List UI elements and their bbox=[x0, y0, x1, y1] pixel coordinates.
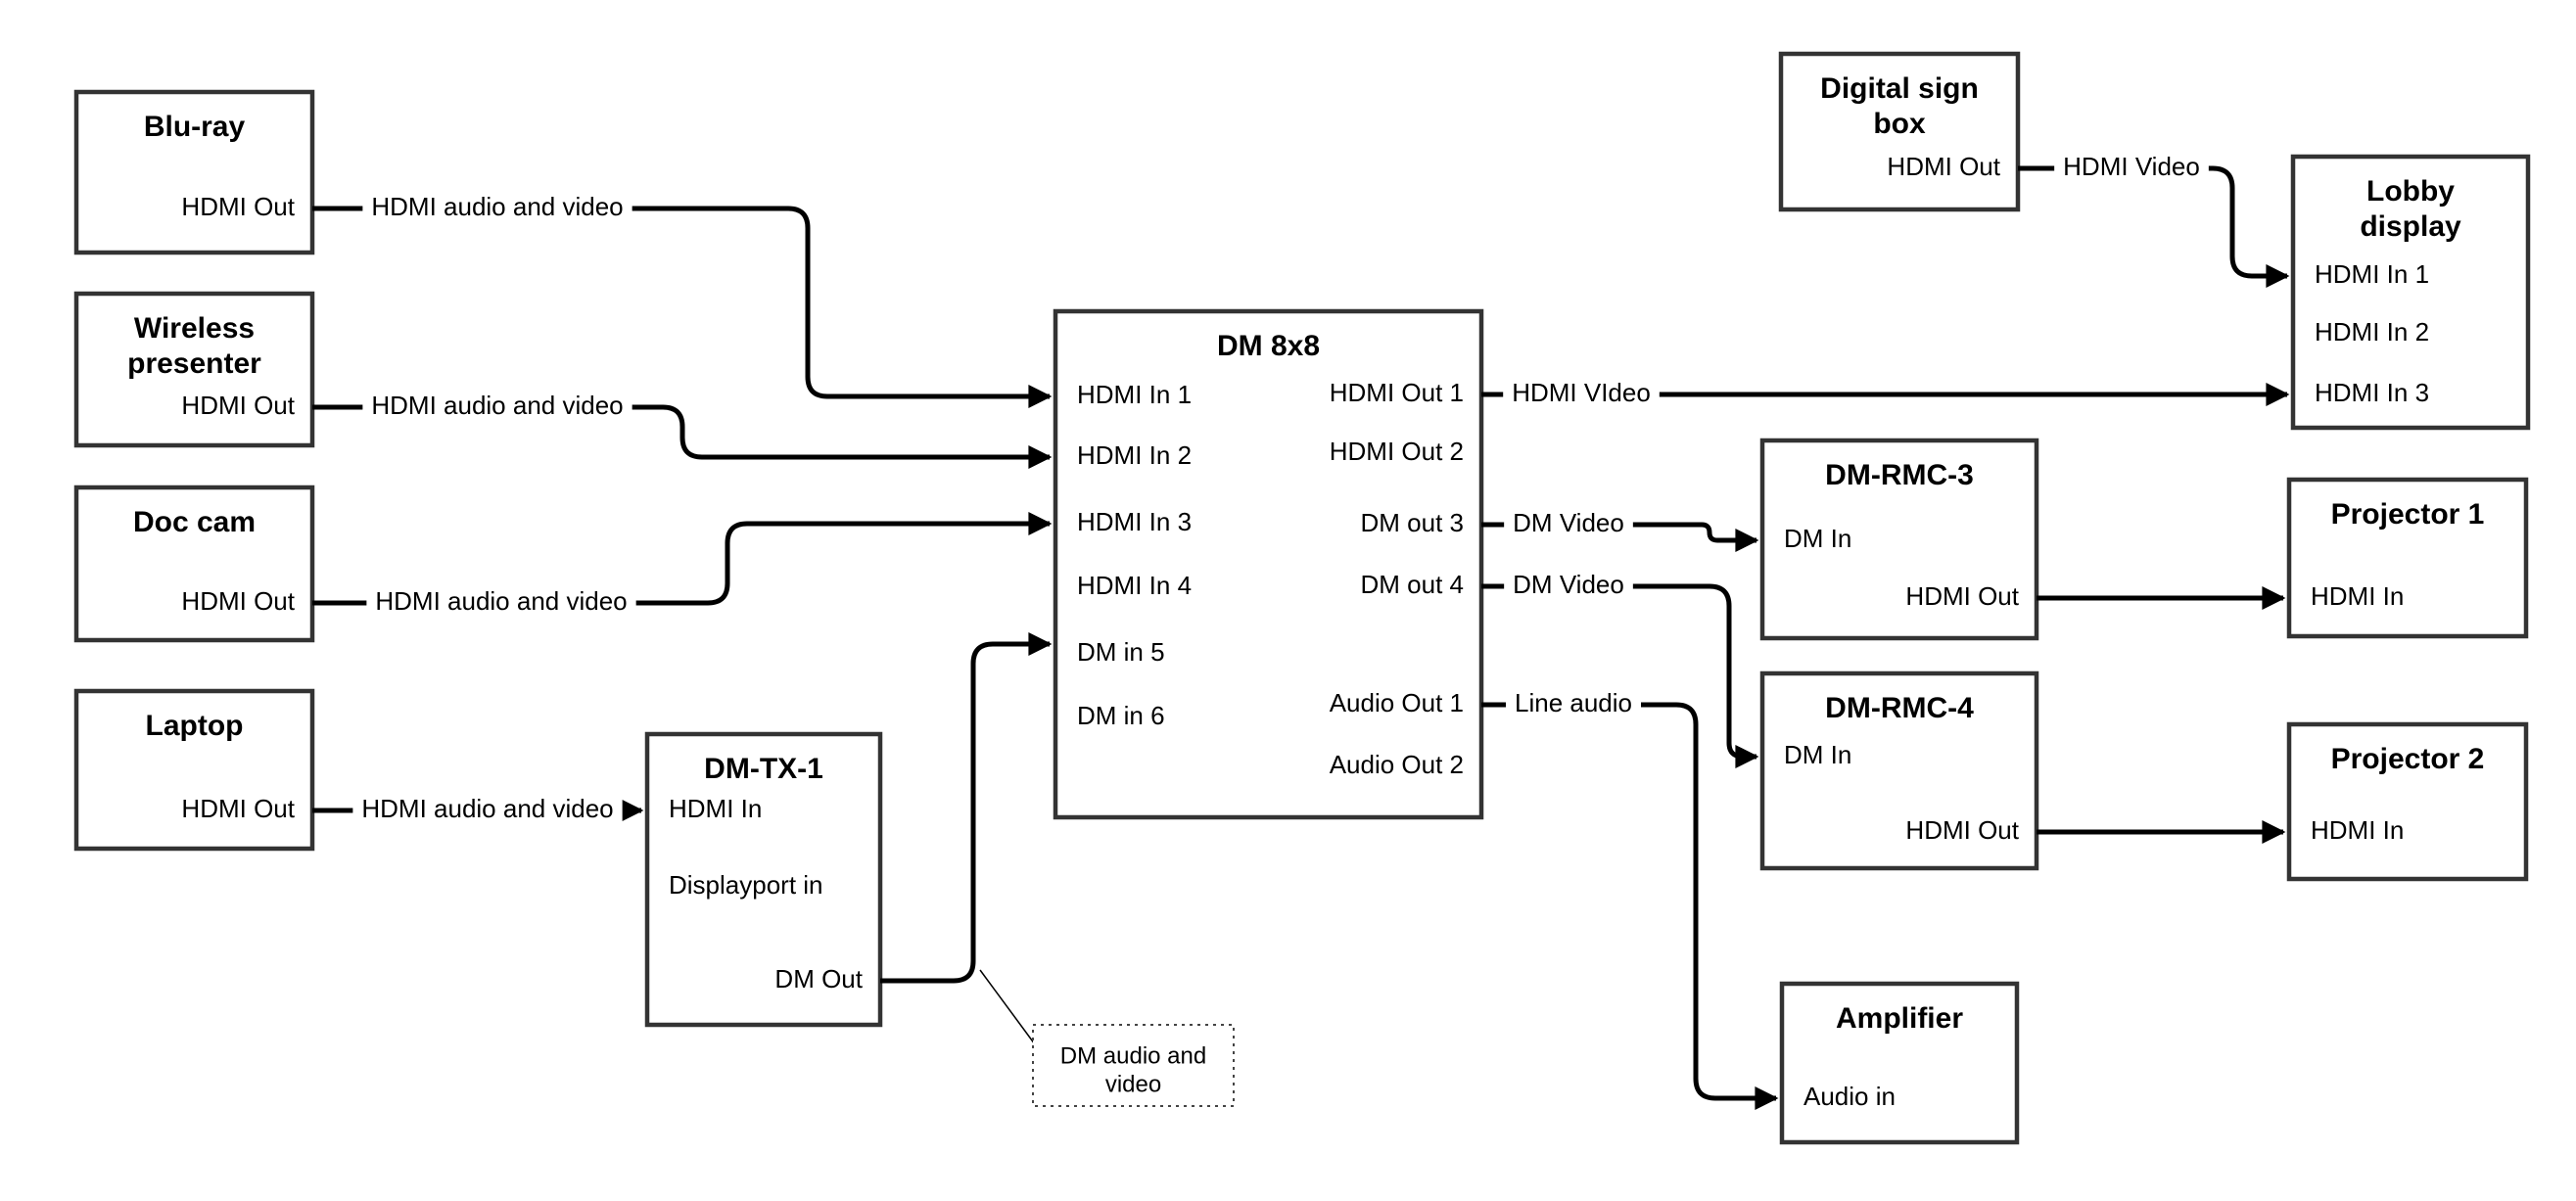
node-title-projector-2: Projector 2 bbox=[2331, 743, 2485, 775]
node-title-dm-8x8: DM 8x8 bbox=[1217, 330, 1320, 362]
port-label-lobby-display: HDMI In 3 bbox=[2315, 378, 2429, 407]
edge-label-background bbox=[1504, 505, 1633, 539]
node-box-dm-8x8 bbox=[1053, 308, 1484, 820]
node-box-blu-ray bbox=[73, 89, 315, 255]
edge-label-dm-out-3-to-rmc-3: DM Video bbox=[1513, 508, 1624, 537]
node-box-wireless-presenter bbox=[73, 291, 315, 448]
node-box-amplifier bbox=[1779, 981, 2020, 1145]
port-label-dm-rmc-4: DM In bbox=[1784, 740, 1851, 769]
port-label-dm-8x8: HDMI In 2 bbox=[1077, 440, 1192, 470]
node-title-digital-sign-box: box bbox=[1873, 108, 1926, 140]
port-label-laptop: HDMI Out bbox=[181, 794, 295, 823]
port-label-wireless-presenter: HDMI Out bbox=[181, 391, 295, 420]
port-label-dm-8x8: DM in 5 bbox=[1077, 637, 1165, 667]
edge-label-wireless-to-hdmi-in-2: HDMI audio and video bbox=[371, 391, 623, 420]
edge-label-dm-out-4-to-rmc-4: DM Video bbox=[1513, 570, 1624, 599]
edge-note-callout-line bbox=[979, 969, 1036, 1045]
port-label-dm-8x8: HDMI In 1 bbox=[1077, 380, 1192, 409]
node-box-projector-2 bbox=[2286, 721, 2529, 882]
edge-label-hdmi-out-1-to-lobby-in-3: HDMI VIdeo bbox=[1512, 378, 1651, 407]
edge-label-audio-out-1-to-amplifier: Line audio bbox=[1515, 688, 1632, 717]
node-title-dm-rmc-4: DM-RMC-4 bbox=[1825, 692, 1974, 724]
node-title-wireless-presenter: Wireless bbox=[134, 312, 255, 345]
port-label-dm-8x8: HDMI In 3 bbox=[1077, 507, 1192, 536]
edge-label-background bbox=[366, 583, 636, 618]
edge-dm-out-4-to-rmc-4 bbox=[1481, 583, 1759, 769]
port-label-dm-rmc-4: HDMI Out bbox=[1905, 815, 2019, 845]
note-text: video bbox=[1105, 1071, 1161, 1097]
port-label-dm-rmc-3: HDMI Out bbox=[1905, 581, 2019, 611]
edge-sign-box-to-lobby-in-1 bbox=[2018, 165, 2290, 289]
edge-audio-out-1-to-amplifier bbox=[1481, 702, 1779, 1111]
node-title-blu-ray: Blu-ray bbox=[144, 111, 246, 143]
node-box-lobby-display bbox=[2290, 154, 2531, 431]
port-label-dm-8x8: HDMI Out 2 bbox=[1330, 437, 1464, 466]
port-label-dm-8x8: DM in 6 bbox=[1077, 701, 1165, 730]
port-label-dm-8x8: Audio Out 1 bbox=[1330, 688, 1464, 717]
port-label-blu-ray: HDMI Out bbox=[181, 192, 295, 221]
edge-doccam-to-hdmi-in-3 bbox=[312, 511, 1053, 606]
port-label-doc-cam: HDMI Out bbox=[181, 586, 295, 616]
node-box-dm-tx-1 bbox=[644, 731, 883, 1028]
port-label-dm-8x8: DM out 4 bbox=[1361, 570, 1465, 599]
port-label-dm-tx-1: Displayport in bbox=[669, 870, 823, 900]
edge-label-background bbox=[1503, 375, 1660, 409]
node-box-laptop bbox=[73, 688, 315, 852]
edge-label-background bbox=[2054, 149, 2209, 183]
edge-label-bluray-to-hdmi-in-1: HDMI audio and video bbox=[371, 192, 623, 221]
note-text: DM audio and bbox=[1060, 1042, 1206, 1069]
node-title-digital-sign-box: Digital sign bbox=[1820, 72, 1979, 105]
port-label-lobby-display: HDMI In 2 bbox=[2315, 317, 2429, 346]
node-title-dm-rmc-3: DM-RMC-3 bbox=[1825, 459, 1974, 491]
edge-bluray-to-hdmi-in-1 bbox=[312, 206, 1053, 409]
node-box-dm-rmc-4 bbox=[1759, 670, 2039, 871]
node-title-wireless-presenter: presenter bbox=[127, 347, 261, 380]
port-label-digital-sign-box: HDMI Out bbox=[1887, 152, 2000, 181]
port-label-projector-2: HDMI In bbox=[2311, 815, 2404, 845]
node-box-projector-1 bbox=[2286, 477, 2529, 639]
edge-dm-out-3-to-rmc-3 bbox=[1481, 522, 1759, 553]
node-title-dm-tx-1: DM-TX-1 bbox=[704, 753, 823, 785]
port-label-dm-8x8: Audio Out 2 bbox=[1330, 750, 1464, 779]
edge-wireless-to-hdmi-in-2 bbox=[312, 404, 1053, 470]
edge-dm-tx-1-to-dm-in-5 bbox=[880, 631, 1053, 984]
edge-label-background bbox=[1506, 685, 1641, 719]
node-title-lobby-display: Lobby bbox=[2366, 175, 2455, 208]
node-box-doc-cam bbox=[73, 485, 315, 643]
edge-label-background bbox=[1504, 567, 1633, 601]
node-title-projector-1: Projector 1 bbox=[2331, 498, 2485, 531]
port-label-dm-rmc-3: DM In bbox=[1784, 524, 1851, 553]
port-label-projector-1: HDMI In bbox=[2311, 581, 2404, 611]
node-title-doc-cam: Doc cam bbox=[133, 506, 256, 538]
node-box-dm-rmc-3 bbox=[1759, 438, 2039, 641]
note-box bbox=[1032, 1024, 1235, 1107]
node-title-lobby-display: display bbox=[2360, 210, 2461, 243]
node-title-amplifier: Amplifier bbox=[1836, 1002, 1963, 1035]
edge-label-background bbox=[362, 388, 632, 422]
edge-label-doccam-to-hdmi-in-3: HDMI audio and video bbox=[375, 586, 627, 616]
edge-label-laptop-to-dm-tx-1: HDMI audio and video bbox=[361, 794, 613, 823]
port-label-dm-tx-1: DM Out bbox=[774, 964, 863, 993]
port-label-dm-8x8: HDMI In 4 bbox=[1077, 571, 1192, 600]
node-box-digital-sign-box bbox=[1778, 51, 2021, 212]
node-title-laptop: Laptop bbox=[146, 710, 244, 742]
port-label-amplifier: Audio in bbox=[1803, 1082, 1896, 1111]
edge-label-background bbox=[362, 189, 632, 223]
edge-label-sign-box-to-lobby-in-1: HDMI Video bbox=[2063, 152, 2200, 181]
edge-label-background bbox=[352, 791, 623, 825]
port-label-dm-tx-1: HDMI In bbox=[669, 794, 762, 823]
port-label-lobby-display: HDMI In 1 bbox=[2315, 259, 2429, 289]
port-label-dm-8x8: HDMI Out 1 bbox=[1330, 378, 1464, 407]
port-label-dm-8x8: DM out 3 bbox=[1361, 508, 1465, 537]
